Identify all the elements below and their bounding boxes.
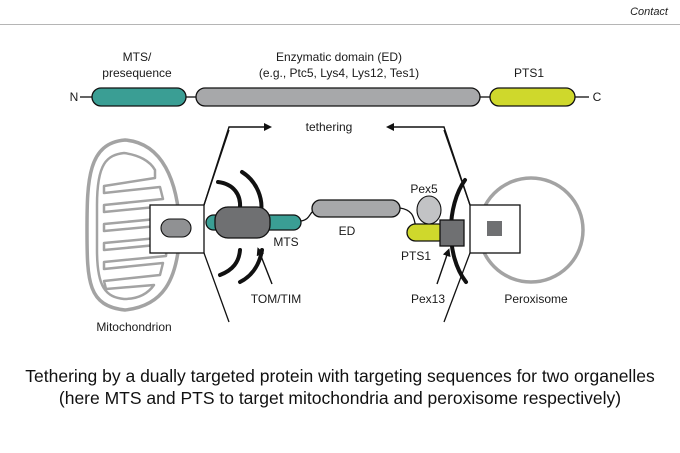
mitochondrion-label: Mitochondrion xyxy=(96,320,171,334)
pts1-domain-label: PTS1 xyxy=(514,66,544,80)
inset-pex13-complex xyxy=(487,221,502,236)
c-terminus-label: C xyxy=(593,90,602,104)
pex5-label: Pex5 xyxy=(410,182,438,196)
pex5-protein xyxy=(416,195,442,225)
mts-domain-pill xyxy=(91,87,187,107)
mito-membrane-detail xyxy=(205,170,302,284)
peroxisome-label: Peroxisome xyxy=(504,292,568,306)
pts1-label: PTS1 xyxy=(401,249,431,263)
ed-label: ED xyxy=(339,224,356,238)
tethered-protein: ED MTS xyxy=(273,199,421,249)
zoom-line-perox-top xyxy=(443,129,471,206)
inner-membrane-lower xyxy=(238,248,264,284)
figure-caption: Tethering by a dually targeted protein w… xyxy=(0,365,680,409)
tom-tim-label: TOM/TIM xyxy=(251,292,301,306)
enzymatic-domain-label-line2: (e.g., Ptc5, Lys4, Lys12, Tes1) xyxy=(259,66,419,80)
inner-membrane-upper xyxy=(240,170,264,214)
n-terminus-label: N xyxy=(70,90,79,104)
mts-label: MTS xyxy=(273,235,298,249)
pointer-arrows: TOM/TIM Pex13 xyxy=(251,247,451,306)
pex13-complex xyxy=(439,219,465,247)
tethering-diagram: MTS/ presequence Enzymatic domain (ED) (… xyxy=(70,50,602,334)
protein-domain-bar: MTS/ presequence Enzymatic domain (ED) (… xyxy=(70,50,602,107)
header-rule xyxy=(0,24,680,25)
tethering-label: tethering xyxy=(306,120,353,134)
zoom-line-mito-bottom xyxy=(203,252,230,323)
zoom-line-mito-top xyxy=(203,129,230,206)
mts-presequence-label-line1: MTS/ xyxy=(123,50,152,64)
tom-tim-complex xyxy=(214,206,271,239)
header-label: Contact xyxy=(630,6,668,18)
peroxisome-zoom-inset xyxy=(469,204,521,254)
zoom-line-perox-bottom xyxy=(443,252,471,323)
enzymatic-domain-pill xyxy=(195,87,481,107)
outer-membrane-lower xyxy=(218,248,242,277)
caption-line-2: (here MTS and PTS to target mitochondria… xyxy=(58,388,622,408)
enzymatic-domain-segment xyxy=(311,199,401,218)
mitochondrion-outer-membrane xyxy=(85,138,182,312)
caption-line-1: Tethering by a dually targeted protein w… xyxy=(25,366,655,386)
perox-membrane-detail: Pex5 PTS1 xyxy=(401,178,468,284)
inset-tom-tim-complex xyxy=(160,218,192,238)
tom-tim-pointer xyxy=(256,247,273,285)
pex13-label: Pex13 xyxy=(411,292,445,306)
pex13-pointer xyxy=(436,248,451,285)
outer-membrane-upper xyxy=(216,180,243,210)
pts1-domain-pill xyxy=(489,87,576,107)
enzymatic-domain-label-line1: Enzymatic domain (ED) xyxy=(276,50,402,64)
mts-presequence-label-line2: presequence xyxy=(102,66,172,80)
